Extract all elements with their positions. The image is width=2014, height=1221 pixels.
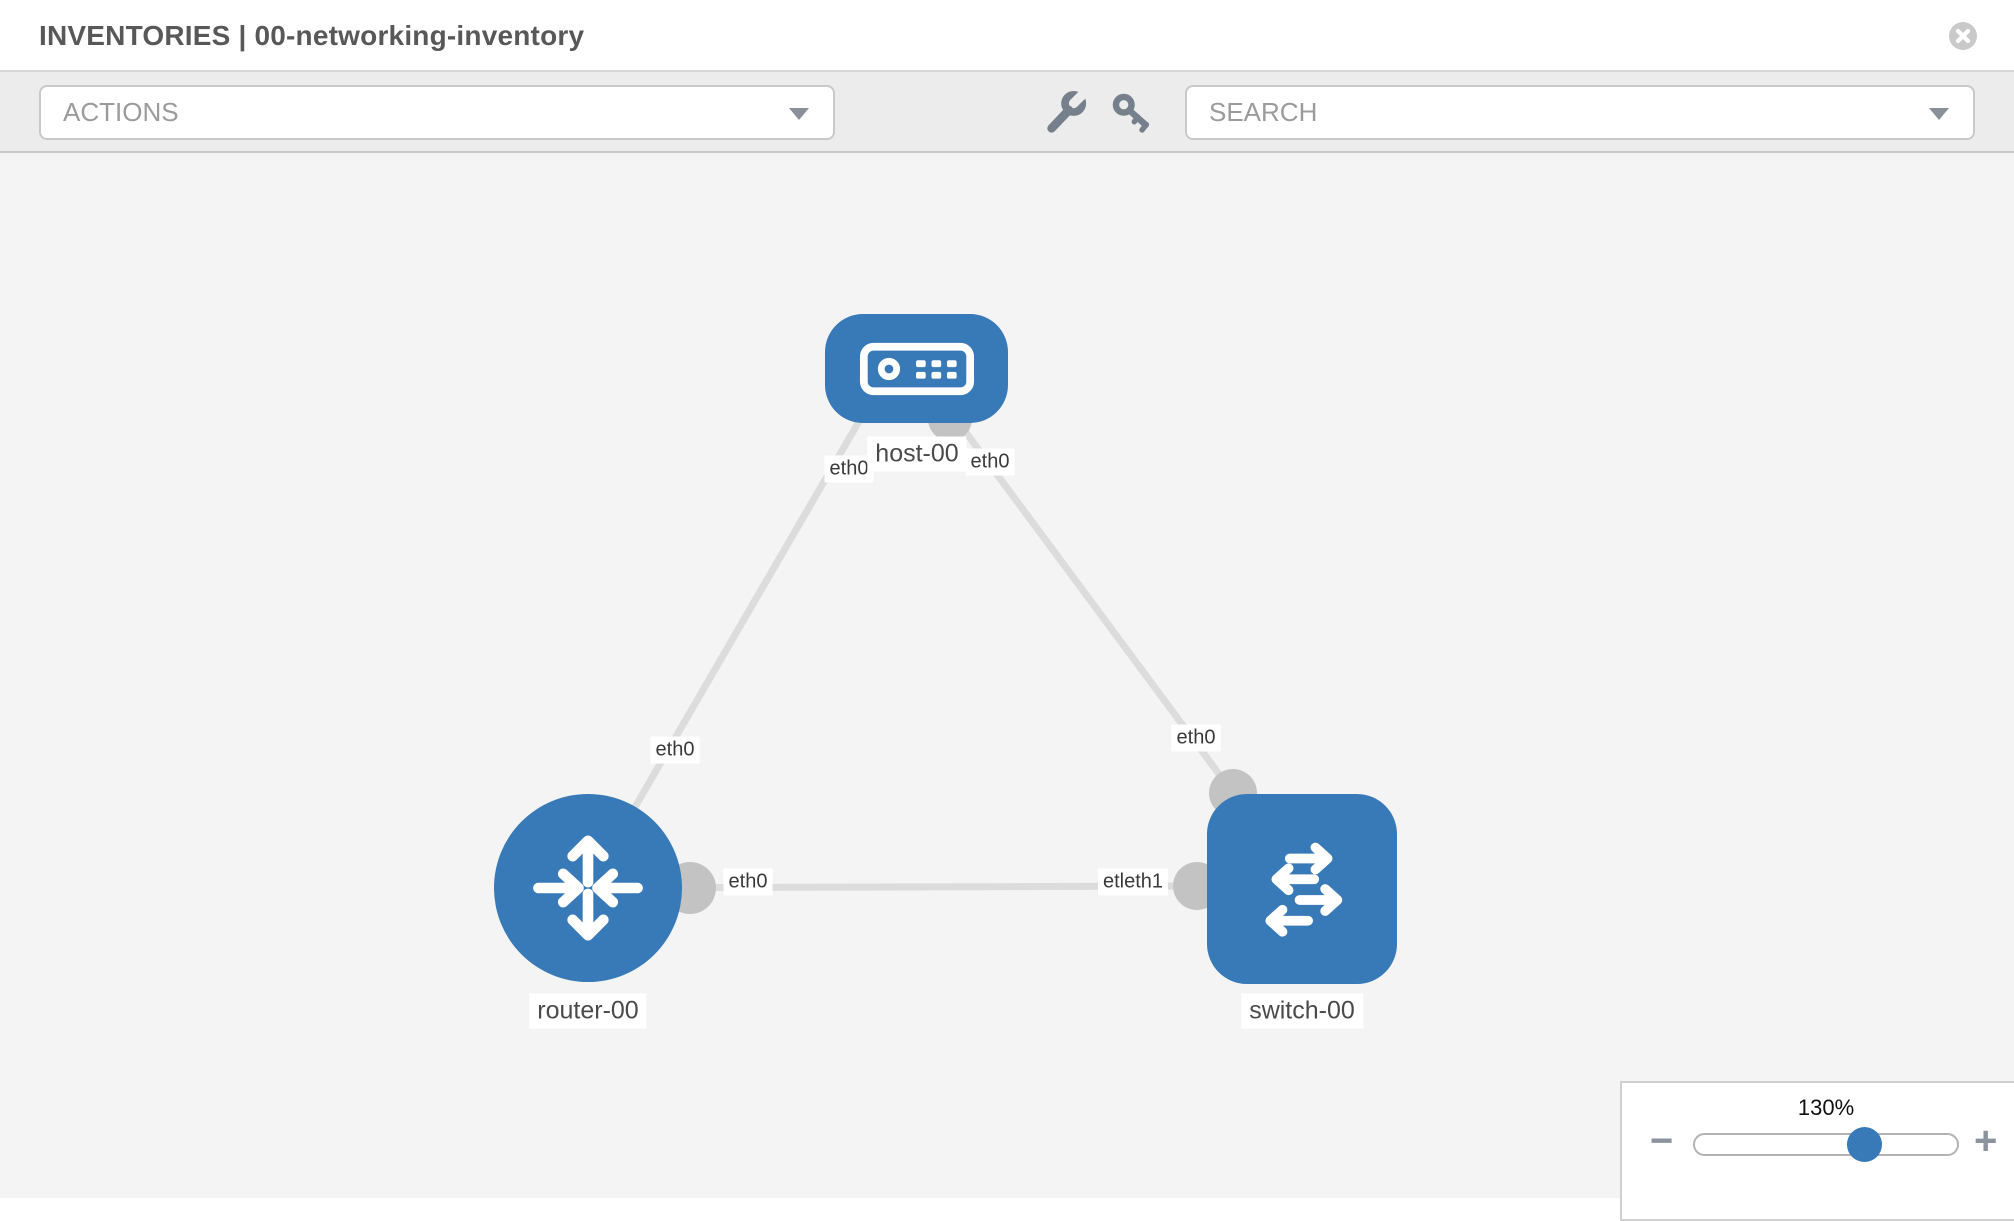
toolbar: ACTIONS <box>0 72 2014 153</box>
router-icon <box>533 835 643 941</box>
node-label-host: host-00 <box>867 436 967 472</box>
node-label-router: router-00 <box>529 993 647 1029</box>
wrench-icon <box>1047 90 1089 133</box>
node-label-switch: switch-00 <box>1241 993 1363 1029</box>
if-label-host-eth0-left: eth0 <box>824 455 874 483</box>
zoom-out-button[interactable]: − <box>1650 1119 1674 1163</box>
zoom-level: 130% <box>1797 1095 1855 1120</box>
credentials-button[interactable] <box>1106 88 1158 138</box>
if-label-switch-eth0-top: eth0 <box>1171 724 1221 752</box>
zoom-control-panel: 130% − + <box>1620 1081 2014 1221</box>
node-switch-00[interactable] <box>1207 794 1397 984</box>
close-icon <box>1949 22 1977 50</box>
search-input[interactable] <box>1187 87 1907 138</box>
switch-icon <box>1265 842 1343 937</box>
page-title: INVENTORIES | 00-networking-inventory <box>39 20 585 51</box>
if-label-router-eth0-top: eth0 <box>650 736 700 764</box>
search-box <box>1185 85 1975 140</box>
server-icon <box>859 342 974 395</box>
actions-dropdown[interactable]: ACTIONS <box>39 85 835 140</box>
header: INVENTORIES | 00-networking-inventory <box>0 0 2014 72</box>
topology-links-layer <box>584 397 1257 914</box>
key-icon <box>1112 93 1149 133</box>
if-label-router-eth0-right: eth0 <box>723 868 773 896</box>
if-label-switch-eth1-left: etleth1 <box>1097 868 1169 896</box>
zoom-in-button[interactable]: + <box>1974 1119 1998 1163</box>
configure-button[interactable] <box>1040 88 1092 138</box>
zoom-slider-track[interactable] <box>1693 1133 1959 1156</box>
topology-canvas[interactable]: host-00 router-00 switch-00 eth0 eth0 et… <box>0 153 2014 1198</box>
zoom-slider-handle[interactable] <box>1847 1127 1882 1162</box>
chevron-down-icon <box>789 108 809 120</box>
node-router-00[interactable] <box>494 794 682 982</box>
if-label-host-eth0-right: eth0 <box>965 448 1015 476</box>
node-host-00[interactable] <box>825 314 1008 423</box>
search-chevron-down-icon[interactable] <box>1929 108 1949 120</box>
actions-dropdown-label: ACTIONS <box>63 97 179 127</box>
close-button[interactable] <box>1948 21 1978 51</box>
